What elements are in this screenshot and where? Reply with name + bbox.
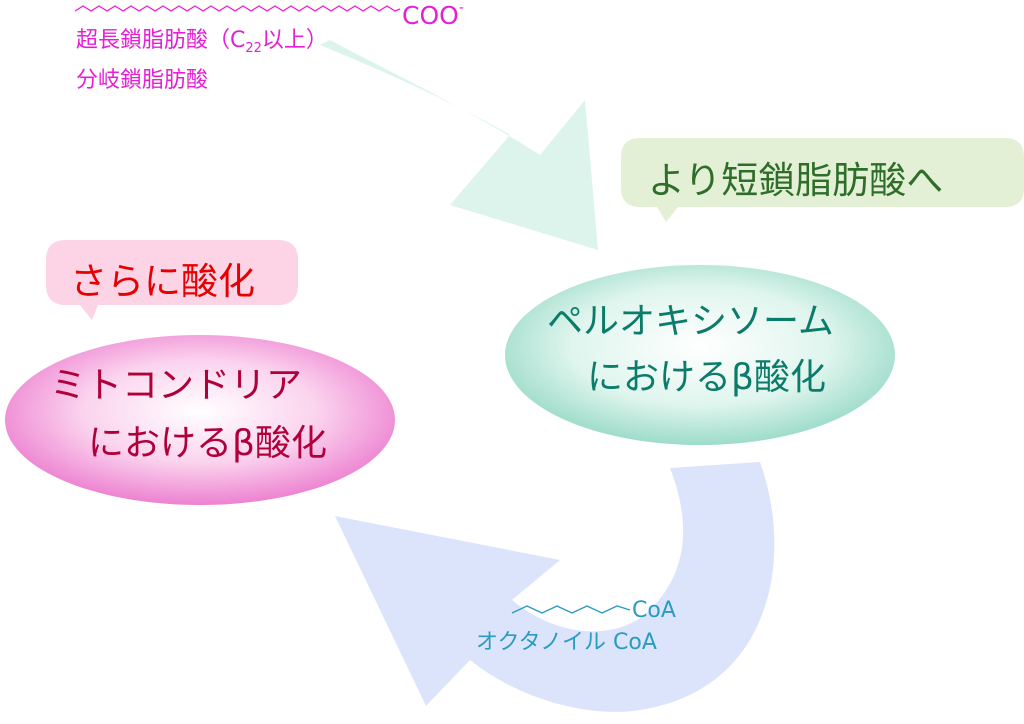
very-long-chain-fatty-acid-label: 超長鎖脂肪酸（C22以上） — [76, 28, 328, 56]
fatty-acid-chain — [74, 5, 401, 12]
mitochondria-ellipse — [5, 335, 395, 505]
callout-bubble-pink — [46, 240, 298, 320]
mitochondria-label-line1: ミトコンドリア — [50, 365, 303, 406]
coo-charge: - — [458, 0, 464, 16]
callout-bubble-green — [621, 138, 1024, 222]
octanoyl-chain — [511, 605, 631, 614]
arrow-to-mitochondria — [335, 462, 775, 712]
coo-label: COO- — [402, 0, 464, 30]
peroxisome-label-line2: におけるβ酸化 — [587, 357, 826, 398]
mitochondria-label-line2: におけるβ酸化 — [88, 423, 327, 464]
callout-further-oxidation-text: さらに酸化 — [70, 260, 255, 303]
peroxisome-ellipse — [505, 265, 895, 445]
octanoyl-coa-name: オクタノイル CoA — [476, 630, 657, 655]
carbon-count-subscript: 22 — [245, 41, 262, 56]
peroxisome-label-line1: ペルオキシソーム — [547, 301, 834, 342]
arrow-to-peroxisome — [320, 40, 598, 250]
branched-chain-fatty-acid-label: 分岐鎖脂肪酸 — [76, 68, 209, 93]
octanoyl-coa-tag: CoA — [632, 598, 676, 623]
callout-shorter-chain-text: より短鎖脂肪酸へ — [648, 159, 944, 202]
